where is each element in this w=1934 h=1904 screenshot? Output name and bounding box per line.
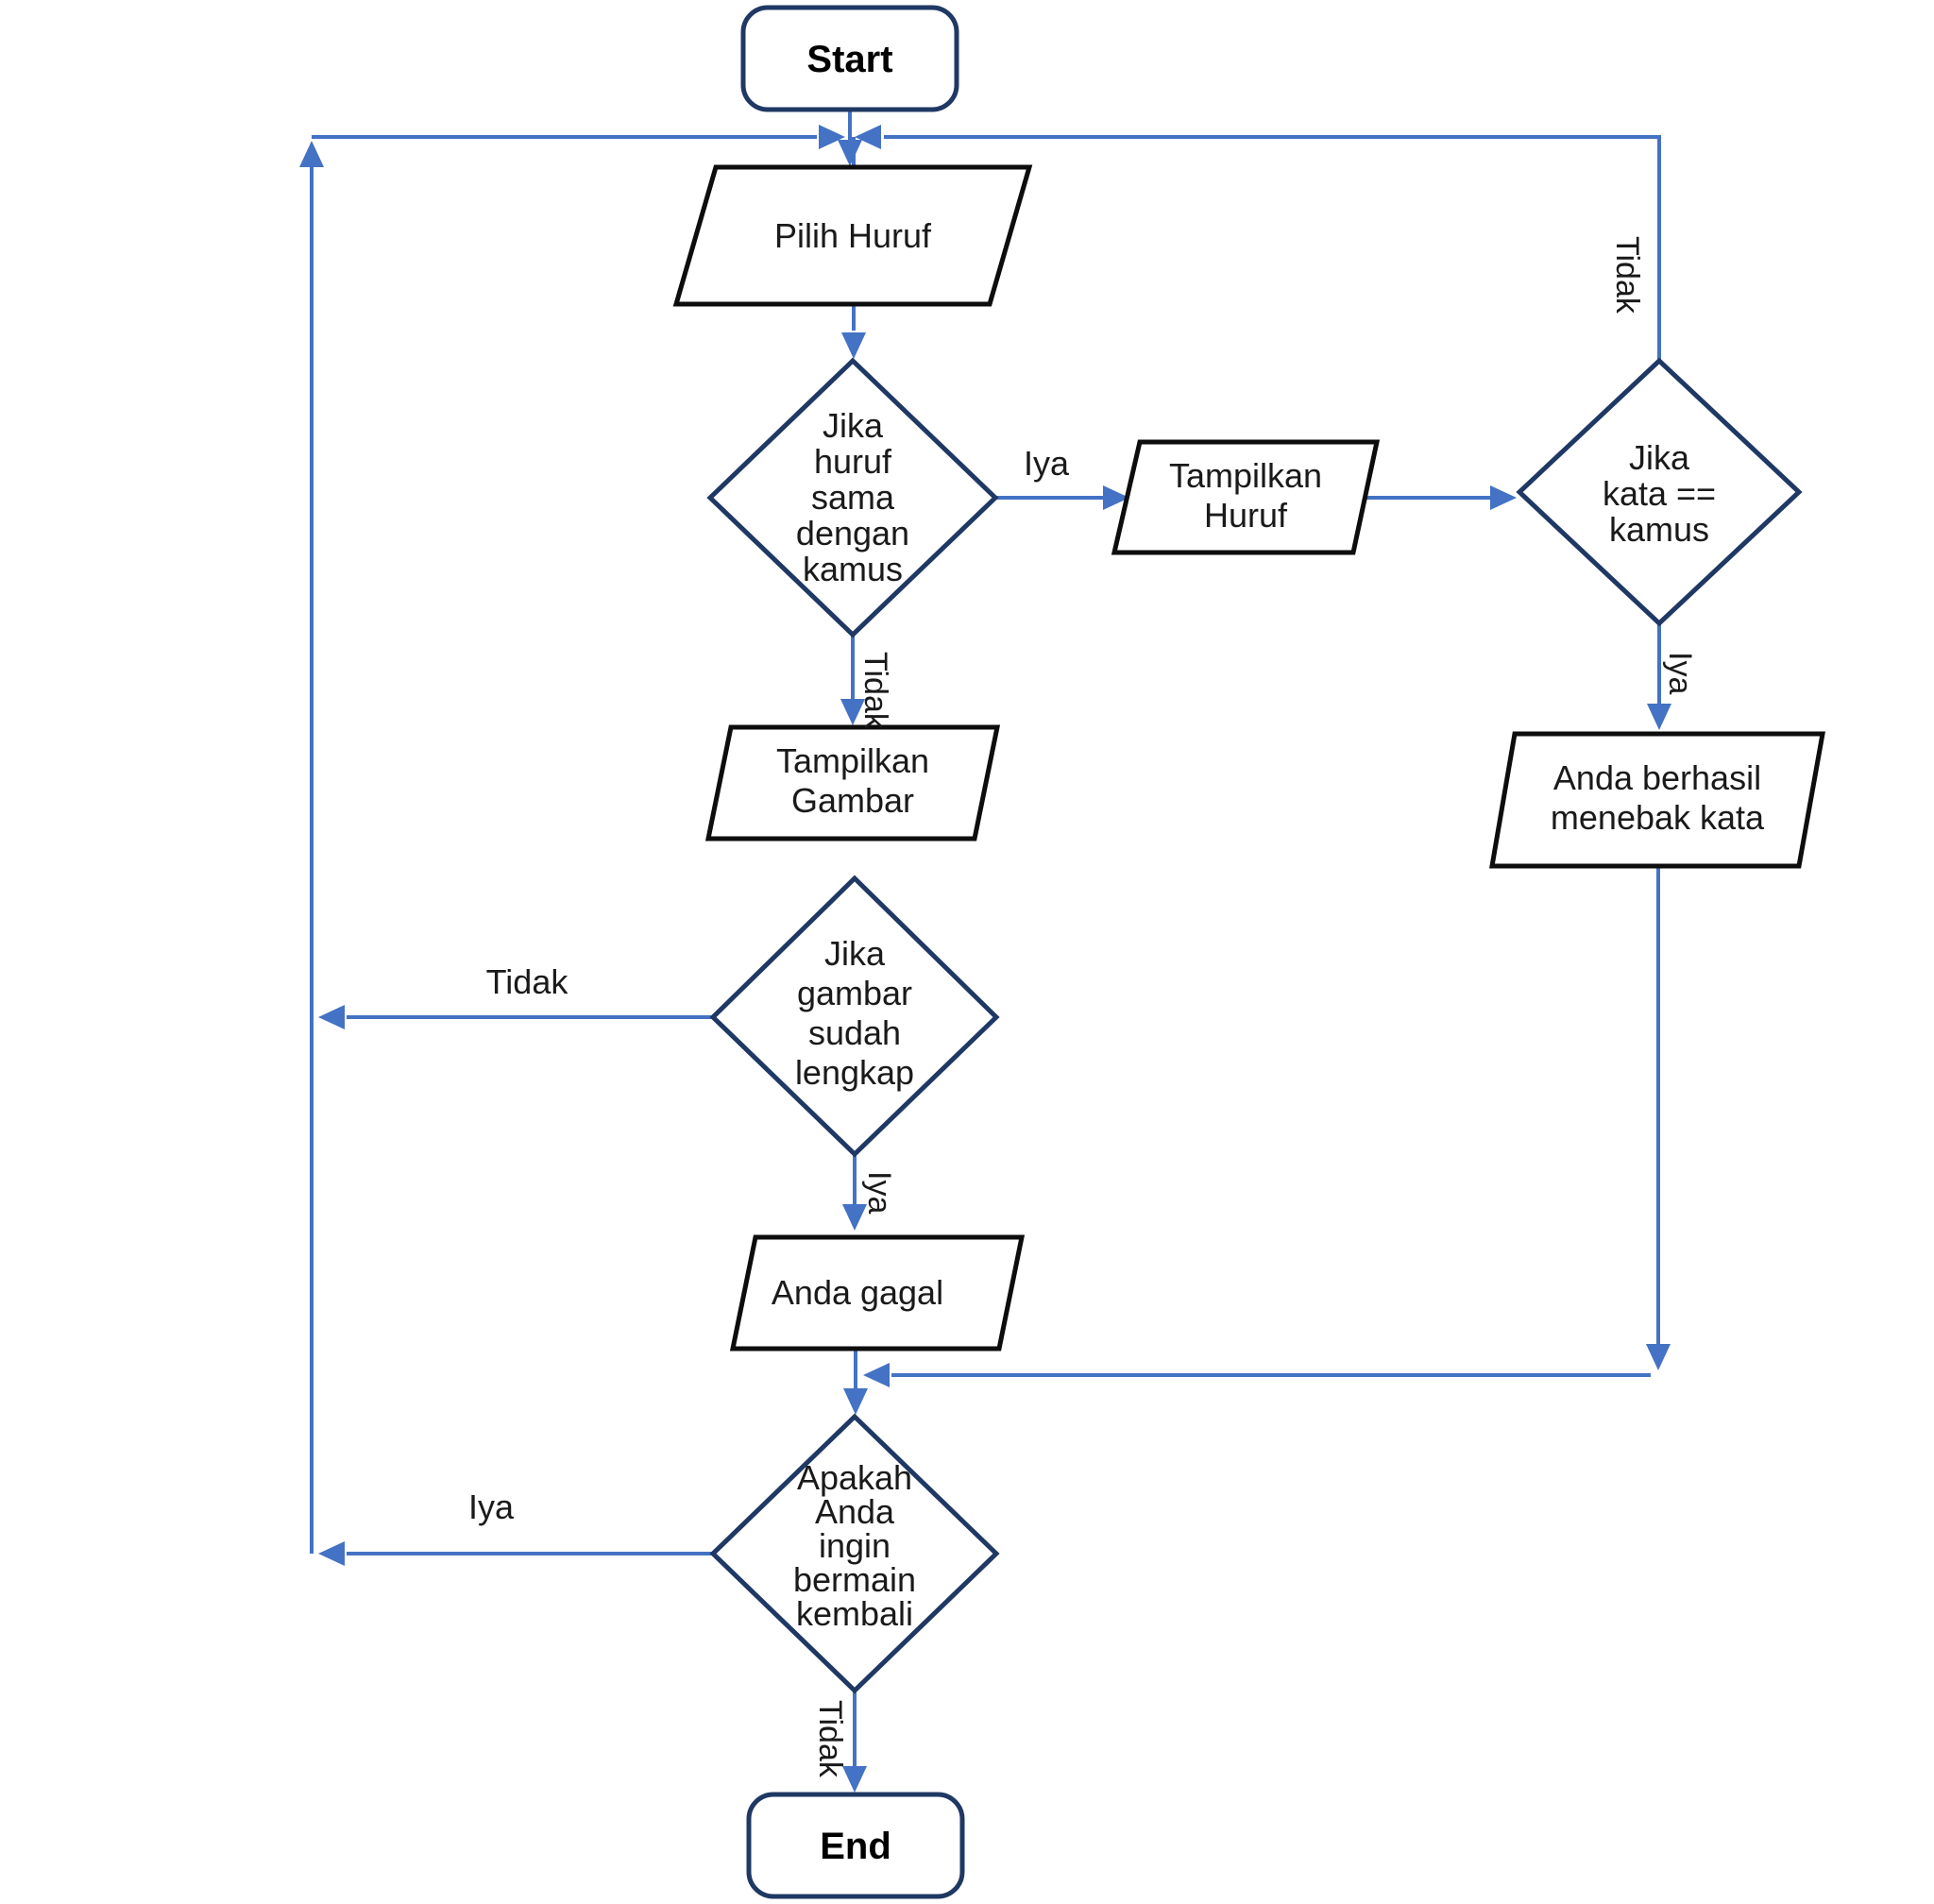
decision-ulang-line5: kembali xyxy=(796,1594,913,1633)
end-shape xyxy=(746,1792,965,1899)
decision-gambar-line4: lengkap xyxy=(795,1053,914,1092)
decision-huruf-shape xyxy=(706,357,999,638)
decision-huruf-line5: kamus xyxy=(803,550,903,588)
decision-huruf-line2: huruf xyxy=(814,442,892,481)
gagal-label: Anda gagal xyxy=(772,1273,943,1312)
label-d-huruf-iya: Iya xyxy=(1024,444,1070,483)
label-d-ulang-iya: Iya xyxy=(468,1488,515,1526)
node-tampilkan-gambar: Tampilkan Gambar xyxy=(704,724,1001,842)
decision-huruf-line1: Jika xyxy=(823,406,884,445)
edge-d-kata-iya xyxy=(1647,623,1671,730)
node-gagal: Anda gagal xyxy=(729,1234,1026,1352)
arrowhead-down xyxy=(842,1766,867,1793)
node-tampilkan-huruf: Tampilkan Huruf xyxy=(1111,439,1381,555)
node-decision-huruf: Jika huruf sama dengan kamus xyxy=(706,357,999,638)
decision-kata-shape xyxy=(1516,357,1803,627)
arrowhead-down xyxy=(838,140,862,166)
label-d-ulang-tidak: Tidak xyxy=(812,1700,848,1778)
label-d-gambar-tidak: Tidak xyxy=(486,962,569,1001)
decision-huruf-line4: dengan xyxy=(796,514,909,552)
node-berhasil: Anda berhasil menebak kata xyxy=(1489,731,1825,869)
edge-d-ulang-iya xyxy=(318,1541,713,1566)
pilih-huruf-shape xyxy=(672,164,1033,307)
berhasil-line2: menebak kata xyxy=(1551,798,1765,837)
edge-d-huruf-iya xyxy=(995,485,1129,510)
tampilkan-huruf-shape xyxy=(1111,439,1381,555)
edge-right-branch-merge xyxy=(863,1363,1651,1387)
berhasil-line1: Anda berhasil xyxy=(1553,758,1761,797)
node-decision-gambar: Jika gambar sudah lengkap xyxy=(709,875,1000,1158)
start-label: Start xyxy=(806,39,892,80)
edge-start-to-merge xyxy=(838,110,862,166)
label-d-kata-iya: Iya xyxy=(1662,652,1698,694)
edge-left-rail xyxy=(299,125,845,1554)
arrowhead-down xyxy=(842,1204,867,1231)
arrowhead-up xyxy=(299,141,324,167)
end-label: End xyxy=(820,1826,891,1867)
tampilkan-gambar-shape xyxy=(704,724,1001,842)
arrowhead-down xyxy=(841,332,866,359)
arrowhead-left xyxy=(855,125,881,149)
decision-gambar-line3: sudah xyxy=(808,1013,901,1052)
gagal-shape xyxy=(729,1234,1026,1352)
node-start: Start xyxy=(740,5,959,112)
arrowhead-right xyxy=(1490,485,1517,510)
decision-gambar-line2: gambar xyxy=(797,974,912,1012)
node-decision-kata: Jika kata == kamus xyxy=(1516,357,1803,627)
start-shape xyxy=(740,5,959,112)
arrowhead-left xyxy=(318,1541,345,1566)
decision-gambar-line1: Jika xyxy=(824,934,886,973)
pilih-huruf-label: Pilih Huruf xyxy=(774,216,932,255)
arrowhead-down xyxy=(1646,1344,1671,1370)
arrowhead-left xyxy=(863,1363,890,1387)
edge-d-huruf-tidak xyxy=(840,635,865,725)
decision-ulang-line4: bermain xyxy=(793,1560,916,1599)
arrowhead-down xyxy=(843,1388,868,1415)
arrowhead-right xyxy=(819,125,845,149)
label-d-gambar-iya: Iya xyxy=(861,1171,897,1214)
decision-kata-line3: kamus xyxy=(1609,510,1709,549)
edge-tampilkan-huruf-to-d-kata xyxy=(1365,485,1517,510)
edge-d-gambar-tidak xyxy=(318,1005,713,1029)
tampilkan-gambar-line2: Gambar xyxy=(791,781,914,820)
decision-kata-line1: Jika xyxy=(1629,438,1690,477)
berhasil-shape xyxy=(1489,731,1825,869)
node-end: End xyxy=(746,1792,965,1899)
edge-d-ulang-tidak xyxy=(842,1691,867,1793)
arrowhead-left xyxy=(318,1005,345,1029)
node-decision-ulang: Apakah Anda ingin bermain kembali xyxy=(709,1413,1000,1694)
decision-huruf-line3: sama xyxy=(811,478,895,517)
edge-gagal-to-d-ulang xyxy=(843,1349,868,1415)
arrowhead-down xyxy=(1647,704,1671,730)
arrowhead-right xyxy=(1103,485,1129,510)
edge-berhasil-down xyxy=(1646,866,1671,1370)
tampilkan-gambar-line1: Tampilkan xyxy=(776,741,929,780)
edge-d-gambar-iya xyxy=(842,1154,867,1231)
decision-gambar-shape xyxy=(709,875,1000,1158)
decision-ulang-line2: Anda xyxy=(815,1492,895,1531)
label-d-kata-tidak: Tidak xyxy=(1609,236,1645,314)
arrowhead-down xyxy=(840,699,865,725)
decision-kata-line2: kata == xyxy=(1603,474,1716,513)
tampilkan-huruf-line1: Tampilkan xyxy=(1169,456,1322,495)
decision-ulang-shape xyxy=(709,1413,1000,1694)
decision-ulang-line3: ingin xyxy=(819,1526,891,1565)
tampilkan-huruf-line2: Huruf xyxy=(1204,496,1288,535)
decision-ulang-line1: Apakah xyxy=(797,1458,912,1497)
edge-right-rail xyxy=(855,125,1661,361)
node-pilih-huruf: Pilih Huruf xyxy=(672,164,1033,307)
label-d-huruf-tidak: Tidak xyxy=(857,652,893,730)
